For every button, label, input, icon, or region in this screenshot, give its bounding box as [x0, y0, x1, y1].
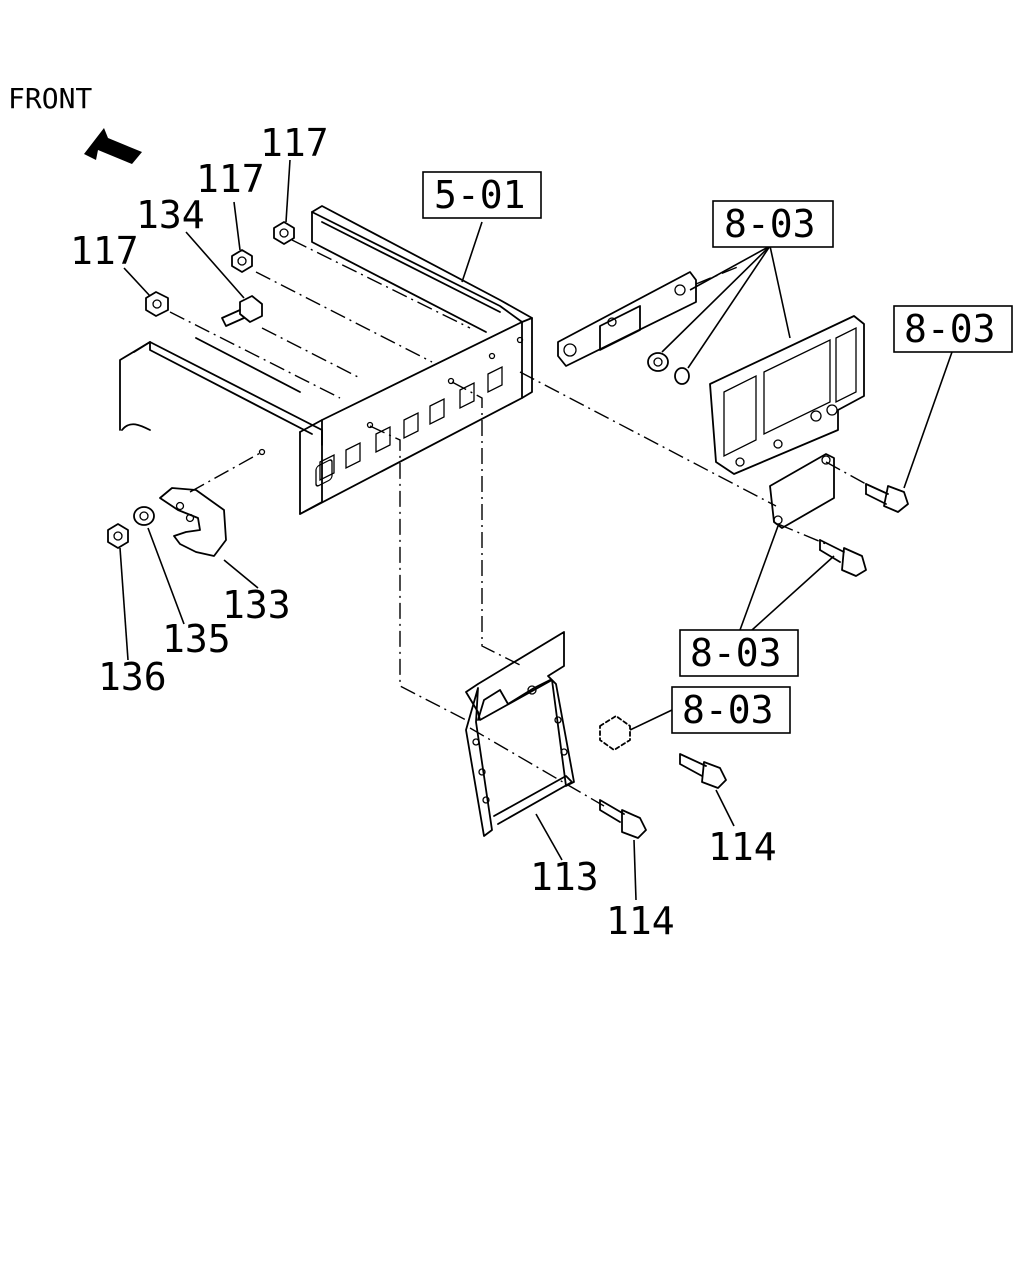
callout-114-lower: 114 [606, 899, 675, 943]
front-arrow-icon [84, 128, 142, 164]
ref-box-8-03-upper[interactable] [712, 200, 834, 248]
bracket-113 [465, 631, 575, 837]
frame-crossmember [119, 205, 533, 515]
lower-right-bolt-icon [819, 539, 867, 577]
ref-8-03-middle-label[interactable]: 8-03 [690, 631, 782, 675]
ref-box-8-03-middle[interactable] [679, 629, 799, 677]
bracket-nut-icon [647, 352, 669, 372]
cap-8-03-icon [599, 715, 631, 751]
mounting-plate [709, 315, 865, 475]
callout-133: 133 [222, 583, 291, 627]
nut-117-left-icon [145, 291, 169, 317]
callout-117-middle: 117 [196, 157, 265, 201]
callout-134: 134 [136, 193, 205, 237]
assembly-lines [169, 239, 867, 807]
callout-114-upper: 114 [708, 825, 777, 869]
ref-box-5-01[interactable] [422, 171, 542, 219]
plate-bracket [557, 271, 697, 367]
nut-136-icon [107, 523, 129, 549]
callout-135: 135 [162, 617, 231, 661]
ref-8-03-upper-label[interactable]: 8-03 [724, 202, 816, 246]
ref-8-03-lower-label[interactable]: 8-03 [682, 688, 774, 732]
bolt-134-icon [221, 295, 263, 327]
leader-lines [119, 159, 953, 901]
bracket-washer-icon [674, 367, 690, 385]
nut-117-middle-icon [231, 249, 253, 273]
washer-135-icon [133, 506, 155, 526]
bolt-114-lower-icon [599, 799, 647, 839]
ref-box-8-03-right[interactable] [893, 305, 1013, 353]
nut-117-icon [273, 221, 295, 245]
bolt-114-upper-icon [679, 753, 727, 789]
ref-5-01-label[interactable]: 5-01 [434, 173, 526, 217]
ref-8-03-right-label[interactable]: 8-03 [904, 307, 996, 351]
ref-box-8-03-lower[interactable] [671, 686, 791, 734]
callout-117-top: 117 [260, 121, 329, 165]
callout-113: 113 [530, 855, 599, 899]
front-label: FRONT [8, 82, 92, 115]
callout-117-left: 117 [70, 229, 139, 273]
tow-hook-icon [159, 487, 227, 557]
callout-136: 136 [98, 655, 167, 699]
upper-right-bolt-icon [865, 483, 909, 513]
backing-plate [769, 453, 835, 529]
